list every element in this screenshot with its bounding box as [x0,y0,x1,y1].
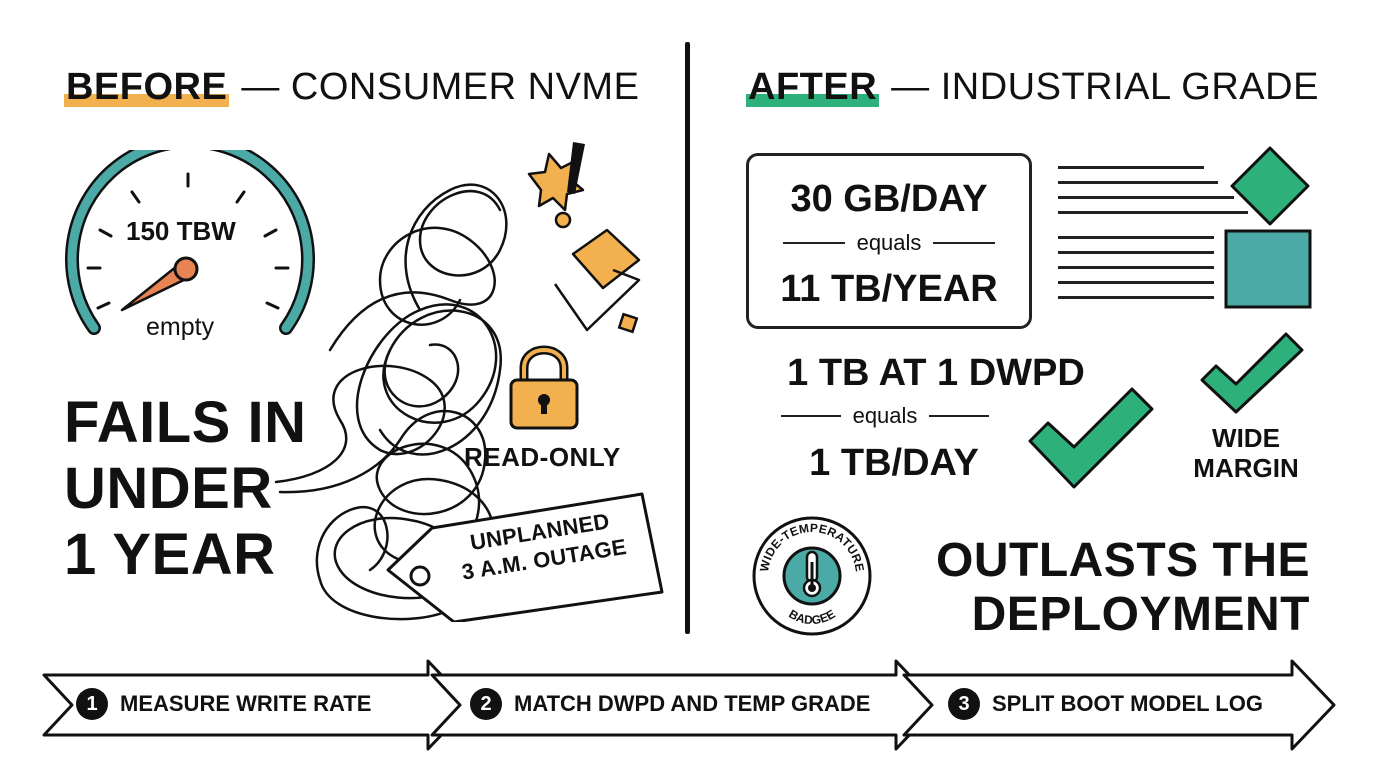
step-3-label: SPLIT BOOT MODEL LOG [992,691,1263,716]
step-2-label: MATCH DWPD AND TEMP GRADE [514,691,871,716]
calc1-bottom: 11 TB/YEAR [780,268,998,310]
section-divider [685,42,690,634]
wide-temperature-badge: WIDE-TEMPERATURE BADGEE [752,516,872,636]
explosion-icon [527,142,641,334]
step-1-label: MEASURE WRITE RATE [120,691,372,716]
calc1-top: 30 GB/DAY [790,178,988,220]
calc2-bottom: 1 TB/DAY [809,442,979,484]
before-headline-line1: FAILS IN [64,390,307,455]
padlock-icon [509,345,579,430]
calc1-equals: equals [856,230,922,255]
svg-text:BADGEE: BADGEE [786,607,837,628]
daily-write-calculation: 30 GB/DAY equals 11 TB/YEAR [746,153,1032,329]
calc2-top: 1 TB AT 1 DWPD [787,352,1085,394]
read-only-label: READ-ONLY [464,442,621,472]
gauge-icon [65,150,315,335]
after-headline-line2: DEPLOYMENT [971,587,1310,641]
step-2: 2 MATCH DWPD AND TEMP GRADE [470,688,870,720]
step-1-number: 1 [76,688,108,720]
step-3: 3 SPLIT BOOT MODEL LOG [948,688,1263,720]
before-headline-line2: UNDER [64,456,273,521]
step-1: 1 MEASURE WRITE RATE [76,688,371,720]
before-headline: FAILS IN UNDER 1 YEAR [64,394,306,584]
drive-endurance-calculation: 1 TB AT 1 DWPD [746,352,1126,395]
wide-margin-label: WIDE MARGIN [1178,423,1314,484]
after-title: — INDUSTRIAL GRADE [891,65,1319,108]
before-title: — CONSUMER NVME [241,65,640,108]
gauge-label: 150 TBW [126,216,236,246]
before-tag: BEFORE [64,65,230,108]
before-headline-line3: 1 YEAR [64,522,276,587]
wide-margin-line1: WIDE [1212,423,1280,453]
after-header: AFTER — INDUSTRIAL GRADE [746,62,1319,112]
after-headline-line1: OUTLASTS THE [936,534,1310,587]
before-header: BEFORE — CONSUMER NVME [64,62,639,112]
after-headline: OUTLASTS THE DEPLOYMENT [936,534,1310,642]
tangled-wire-icon [274,183,508,621]
after-tag: AFTER [746,65,880,108]
step-3-number: 3 [948,688,980,720]
diamond-icon [1230,146,1310,226]
thermometer-icon [802,550,822,598]
check-icon [1200,332,1304,414]
check-icon [1028,387,1154,489]
step-2-number: 2 [470,688,502,720]
square-icon [1224,229,1312,309]
steps-arrows [42,659,1336,751]
wide-margin-line2: MARGIN [1193,452,1299,483]
gauge-sublabel: empty [146,313,215,341]
calc2-equals: equals [852,403,918,428]
price-tag-icon: UNPLANNED 3 A.M. OUTAGE [380,492,670,622]
